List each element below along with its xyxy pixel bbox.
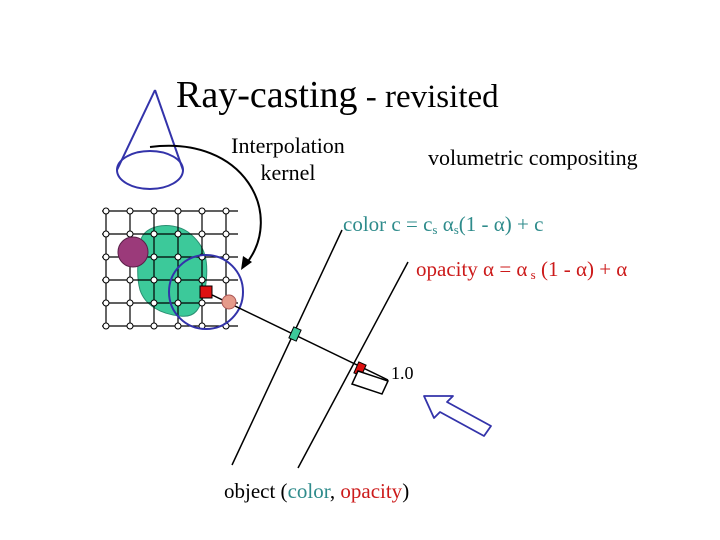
purple-sample [117,236,149,268]
opacity-formula-sub: s [527,267,536,282]
opacity-formula-a: opacity α = α [416,257,528,281]
kernel-label-line2: kernel [260,160,316,185]
legend-prefix: object ( [224,479,288,503]
legend-sep: , [329,479,341,503]
slab-line-right [297,261,409,469]
kernel-label: Interpolation kernel [224,132,352,186]
color-formula-sub2: s [453,222,459,237]
legend-color: color [287,479,330,503]
page-title: Ray-casting - revisited [176,72,499,120]
accumulator-bar [350,370,390,395]
opacity-formula-b: (1 - α) + α [535,257,628,281]
legend-suffix: ) [402,479,410,503]
camera-cone-icon [116,89,184,190]
color-formula-a: color c = c [343,212,433,236]
slab-line-left [231,229,343,466]
opacity-formula: opacity α = α s (1 - α) + α [416,256,627,288]
object-blob [137,225,208,317]
red-sample-point [199,285,213,299]
title-rest: - revisited [357,79,499,115]
view-direction-arrow-icon [423,395,492,437]
legend-opacity: opacity [340,479,403,503]
color-formula-sub1: s [432,222,438,237]
object-legend: object (color, opacity) [224,478,409,504]
kernel-pointer-arrow [149,144,262,270]
teal-slab-marker [288,326,302,342]
pink-sample-point [221,294,237,310]
color-formula-b: α [437,212,454,236]
color-formula-c: (1 - α) + c [458,212,544,236]
accumulator-label: 1.0 [391,363,414,383]
volumetric-compositing-label: volumetric compositing [428,145,638,170]
interpolation-kernel-circle [168,254,244,330]
title-main: Ray-casting [176,74,358,116]
kernel-label-line1: Interpolation [231,133,345,158]
color-formula: color c = cs αs(1 - α) + c [343,211,543,243]
